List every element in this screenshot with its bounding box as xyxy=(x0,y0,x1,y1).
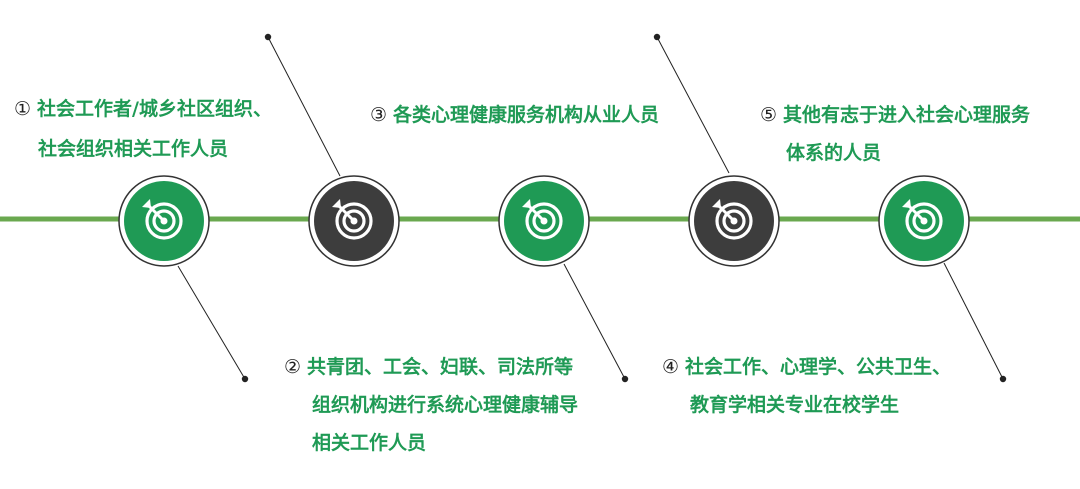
node-label-text: 社会工作者/城乡社区组织、 xyxy=(37,98,272,120)
node-label-line: 教育学相关专业在校学生 xyxy=(662,386,951,424)
node-label-text: 社会组织相关工作人员 xyxy=(38,138,229,160)
connector-line-4 xyxy=(656,36,730,174)
node-number: ⑤ xyxy=(760,104,778,126)
target-arrow-icon xyxy=(522,199,563,240)
target-arrow-icon xyxy=(142,199,183,240)
node-2 xyxy=(308,175,400,267)
connector-dot-3 xyxy=(621,375,629,383)
connector-line-3 xyxy=(563,263,626,380)
connector-dot-2 xyxy=(264,33,272,41)
node-label-text: 体系的人员 xyxy=(786,142,882,164)
node-number: ① xyxy=(14,98,32,120)
node-label-text: 各类心理健康服务机构从业人员 xyxy=(393,104,660,126)
connector-dot-5 xyxy=(999,375,1007,383)
node-3 xyxy=(498,175,590,267)
node-label-text: 教育学相关专业在校学生 xyxy=(690,394,900,416)
node-label-line: 组织机构进行系统心理健康辅导 xyxy=(284,386,578,424)
node-label-line: 体系的人员 xyxy=(760,134,1030,172)
node-label-text: 组织机构进行系统心理健康辅导 xyxy=(312,394,579,416)
node-label-text: 共青团、工会、妇联、司法所等 xyxy=(307,356,574,378)
node-1 xyxy=(118,175,210,267)
target-arrow-icon xyxy=(712,199,753,240)
connector-dot-1 xyxy=(241,375,249,383)
node-label-text: 社会工作、心理学、公共卫生、 xyxy=(685,356,952,378)
connector-line-5 xyxy=(943,262,1004,380)
node-number: ③ xyxy=(370,104,388,126)
connector-dot-4 xyxy=(653,33,661,41)
node-label-line: 相关工作人员 xyxy=(284,424,578,462)
target-arrow-icon xyxy=(902,199,943,240)
connector-line-1 xyxy=(177,265,246,380)
node-label-text: 相关工作人员 xyxy=(312,432,427,454)
target-arrow-icon xyxy=(332,199,373,240)
connector-line-2 xyxy=(267,36,341,177)
node-number: ④ xyxy=(662,356,680,378)
node-number: ② xyxy=(284,356,302,378)
node-5 xyxy=(878,175,970,267)
node-4 xyxy=(688,175,780,267)
node-label-line: 社会组织相关工作人员 xyxy=(14,129,272,169)
node-label-text: 其他有志于进入社会心理服务 xyxy=(783,104,1031,126)
